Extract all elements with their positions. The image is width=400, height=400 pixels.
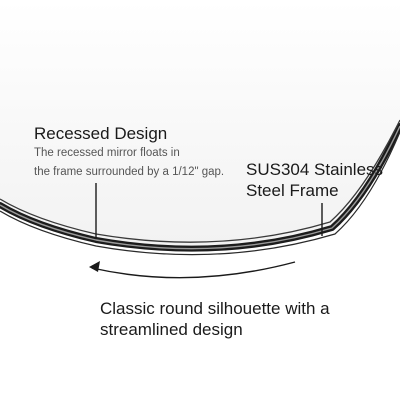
arrow-head-icon bbox=[89, 261, 100, 272]
steel-frame-highlight bbox=[0, 125, 400, 250]
steel-frame-label-line1: SUS304 Stainless bbox=[246, 160, 384, 179]
recessed-design-title: Recessed Design bbox=[34, 124, 168, 143]
silhouette-caption-line1: Classic round silhouette with a bbox=[100, 299, 330, 318]
recessed-gap-line bbox=[0, 119, 400, 243]
frame-outer-edge bbox=[0, 131, 400, 256]
rotation-arrow-curve bbox=[91, 261, 296, 279]
mirror-glass bbox=[0, 0, 400, 249]
recessed-description-line2: the frame surrounded by a 1/12" gap. bbox=[34, 166, 225, 178]
steel-frame-label-line2: Steel Frame bbox=[246, 181, 339, 200]
recessed-description-line1: The recessed mirror floats in bbox=[34, 147, 180, 159]
silhouette-caption-line2: streamlined design bbox=[100, 320, 243, 339]
